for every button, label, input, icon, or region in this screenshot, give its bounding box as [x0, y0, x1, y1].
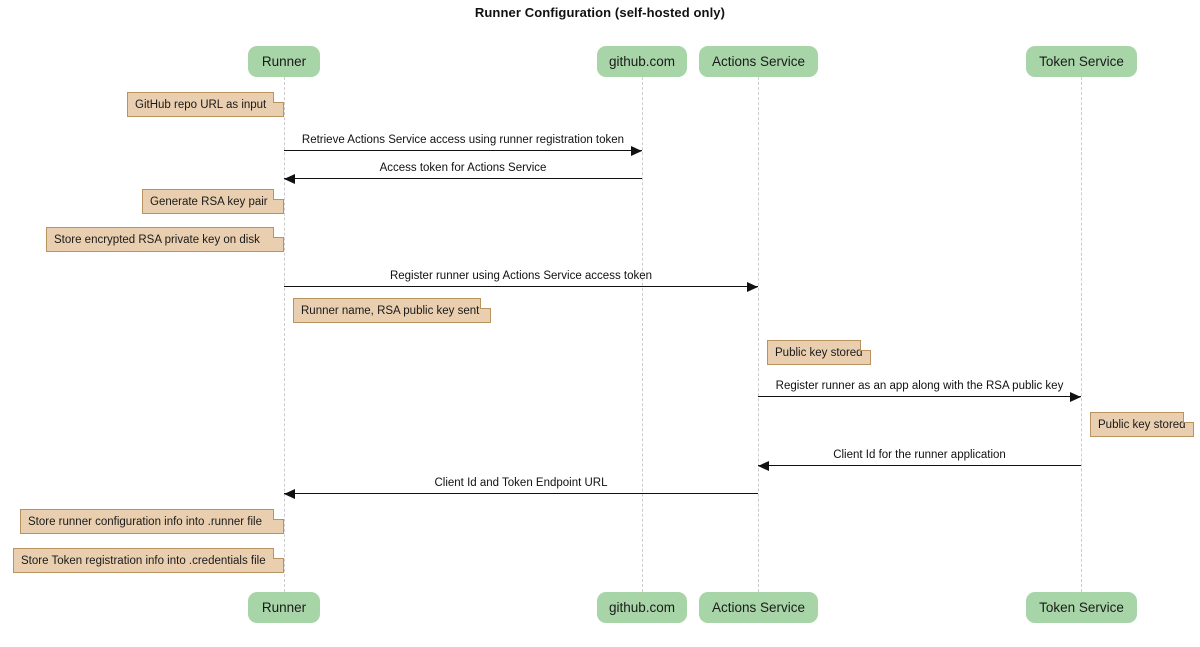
- participant-github-top[interactable]: github.com: [597, 46, 687, 77]
- message-label-m6: Client Id and Token Endpoint URL: [434, 477, 608, 489]
- note-n2: Generate RSA key pair: [142, 189, 284, 214]
- participant-github-bottom[interactable]: github.com: [597, 592, 687, 623]
- lifeline-actions: [758, 77, 759, 592]
- participant-actions-bottom[interactable]: Actions Service: [699, 592, 818, 623]
- note-n1: GitHub repo URL as input: [127, 92, 284, 117]
- message-label-m5: Client Id for the runner application: [833, 449, 1006, 461]
- note-text: Generate RSA key pair: [150, 195, 268, 208]
- arrowhead-left-icon: [284, 173, 295, 184]
- note-folded-corner-icon: [480, 298, 491, 309]
- message-label-m4: Register runner as an app along with the…: [775, 380, 1064, 392]
- note-n6: Public key stored: [1090, 412, 1194, 437]
- participant-token-top[interactable]: Token Service: [1026, 46, 1137, 77]
- note-text: GitHub repo URL as input: [135, 98, 267, 111]
- page-title: Runner Configuration (self-hosted only): [474, 5, 726, 20]
- arrowhead-right-icon: [631, 145, 642, 156]
- lifeline-runner: [284, 77, 285, 592]
- message-line-m5: [758, 465, 1081, 466]
- note-n5: Public key stored: [767, 340, 871, 365]
- participant-runner-bottom[interactable]: Runner: [248, 592, 320, 623]
- note-folded-corner-icon: [273, 509, 284, 520]
- note-folded-corner-icon: [273, 189, 284, 200]
- message-label-m3: Register runner using Actions Service ac…: [389, 270, 653, 282]
- arrowhead-left-icon: [284, 488, 295, 499]
- arrowhead-left-icon: [758, 460, 769, 471]
- message-line-m2: [284, 178, 642, 179]
- note-text: Store runner configuration info into .ru…: [28, 515, 262, 528]
- message-line-m6: [284, 493, 758, 494]
- message-line-m1: [284, 150, 642, 151]
- participant-actions-top[interactable]: Actions Service: [699, 46, 818, 77]
- note-text: Public key stored: [1098, 418, 1186, 431]
- message-label-m2: Access token for Actions Service: [379, 162, 547, 174]
- note-n3: Store encrypted RSA private key on disk: [46, 227, 284, 252]
- message-line-m3: [284, 286, 758, 287]
- message-label-m1: Retrieve Actions Service access using ru…: [301, 134, 625, 146]
- note-folded-corner-icon: [1183, 412, 1194, 423]
- note-folded-corner-icon: [273, 92, 284, 103]
- note-folded-corner-icon: [273, 227, 284, 238]
- lifeline-github: [642, 77, 643, 592]
- note-n7: Store runner configuration info into .ru…: [20, 509, 284, 534]
- note-folded-corner-icon: [860, 340, 871, 351]
- note-n4: Runner name, RSA public key sent: [293, 298, 491, 323]
- arrowhead-right-icon: [747, 281, 758, 292]
- message-line-m4: [758, 396, 1081, 397]
- note-text: Store Token registration info into .cred…: [21, 554, 266, 567]
- note-text: Public key stored: [775, 346, 863, 359]
- note-text: Runner name, RSA public key sent: [301, 304, 480, 317]
- note-folded-corner-icon: [273, 548, 284, 559]
- note-text: Store encrypted RSA private key on disk: [54, 233, 260, 246]
- arrowhead-right-icon: [1070, 391, 1081, 402]
- lifeline-token: [1081, 77, 1082, 592]
- participant-token-bottom[interactable]: Token Service: [1026, 592, 1137, 623]
- note-n8: Store Token registration info into .cred…: [13, 548, 284, 573]
- participant-runner-top[interactable]: Runner: [248, 46, 320, 77]
